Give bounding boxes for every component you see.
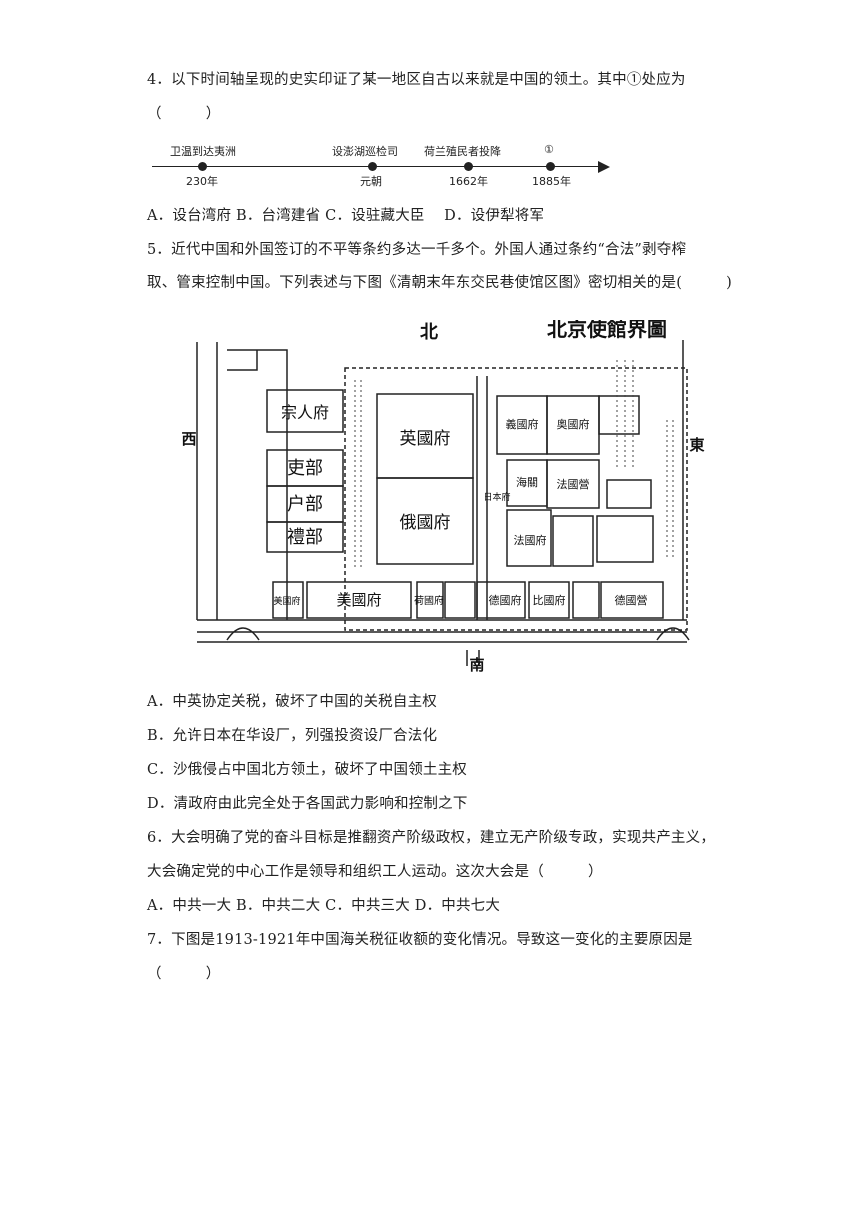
q4-stem: 4．以下时间轴呈现的史实印证了某一地区自古以来就是中国的领土。其中①处应为 — [147, 72, 686, 88]
map-block-label: 美國府 — [336, 591, 381, 609]
map-block-label: 義國府 — [506, 417, 539, 431]
map-block-label: 英國府 — [400, 429, 451, 449]
q5-option-b: B．允许日本在华设厂，列强投资设厂合法化 — [147, 728, 438, 744]
map-block-label: 荷國府 — [414, 594, 444, 607]
map-block-label: 法國營 — [557, 477, 590, 491]
map-block-label: 德國營 — [615, 593, 648, 607]
map-title: 北京使館界圖 — [547, 320, 667, 341]
timeline-event-label: ① — [544, 143, 554, 156]
timeline-axis — [152, 166, 602, 167]
map-block-label: 海關 — [516, 475, 538, 489]
map-block-label: 奥國府 — [557, 417, 590, 431]
q7-stem: 7．下图是1913-1921年中国海关税征收额的变化情况。导致这一变化的主要原因… — [147, 932, 693, 948]
q5-option-a: A．中英协定关税，破坏了中国的关税自主权 — [147, 694, 437, 710]
timeline-date-label: 230年 — [186, 175, 218, 188]
q5-option-c: C．沙俄侵占中国北方领土，破坏了中国领土主权 — [147, 762, 467, 778]
map-block-label: 法國府 — [514, 533, 547, 547]
timeline-date-label: 1885年 — [532, 175, 571, 188]
timeline-event-label: 卫温到达夷洲 — [170, 145, 236, 158]
timeline-date-label: 1662年 — [449, 175, 488, 188]
map-block-label: 宗人府 — [281, 403, 329, 422]
timeline-event-label: 设澎湖巡检司 — [332, 145, 398, 158]
map-block-label: 美國府 — [273, 595, 300, 607]
timeline-date-label: 元朝 — [360, 175, 382, 188]
timeline-arrow-icon — [598, 161, 610, 173]
map-block-label: 俄國府 — [400, 513, 451, 533]
map-block-label: 日本府 — [483, 491, 510, 503]
timeline-point — [464, 162, 473, 171]
q5-stem-line1: 5．近代中国和外国签订的不平等条约多达一千多个。外国人通过条约“合法”剥夺榨 — [147, 242, 687, 258]
map-east-label: 東 — [689, 436, 704, 454]
map-block-label: 禮部 — [287, 527, 323, 548]
map-block-label: 比國府 — [533, 593, 566, 607]
canal — [476, 376, 488, 620]
map-north-label: 北 — [420, 322, 438, 343]
q4-timeline: 卫温到达夷洲 230年 设澎湖巡检司 元朝 荷兰殖民者投降 1662年 ① 18… — [152, 140, 622, 192]
timeline-point — [368, 162, 377, 171]
map-block-label: 德國府 — [489, 593, 522, 607]
q5-option-d: D．清政府由此完全处于各国武力影响和控制之下 — [147, 796, 468, 812]
map-block-label: 户部 — [287, 494, 323, 515]
south-wall — [197, 619, 687, 643]
q4-options: A．设台湾府 B．台湾建省 C．设驻藏大臣 D．设伊犁将军 — [147, 208, 545, 224]
q6-stem-line2: 大会确定党的中心工作是领导和组织工人运动。这次大会是（ ） — [147, 864, 603, 880]
map-south-label: 南 — [469, 656, 484, 674]
timeline-point — [198, 162, 207, 171]
map-west-label: 西 — [181, 430, 196, 448]
legation-boundary — [344, 367, 688, 631]
inner-wall — [227, 349, 288, 620]
timeline-point — [546, 162, 555, 171]
q6-stem-line1: 6．大会明确了党的奋斗目标是推翻资产阶级政权，建立无产阶级专政，实现共产主义， — [147, 830, 716, 846]
q4-answer-paren: （ ） — [147, 106, 221, 122]
map-block-label: 吏部 — [287, 458, 323, 479]
q6-options: A．中共一大 B．中共二大 C．中共三大 D．中共七大 — [147, 898, 501, 914]
q7-answer-paren: （ ） — [147, 966, 221, 982]
legation-quarter-map: 北京使館界圖 北 南 西 東 宗人府 吏部 户部 禮部 英國府 俄國府 美國府 … — [181, 320, 704, 674]
q5-stem-line2: 取、管束控制中国。下列表述与下图《清朝末年东交民巷使馆区图》密切相关的是( ) — [147, 275, 733, 291]
timeline-event-label: 荷兰殖民者投降 — [424, 145, 501, 158]
west-wall — [196, 342, 218, 620]
